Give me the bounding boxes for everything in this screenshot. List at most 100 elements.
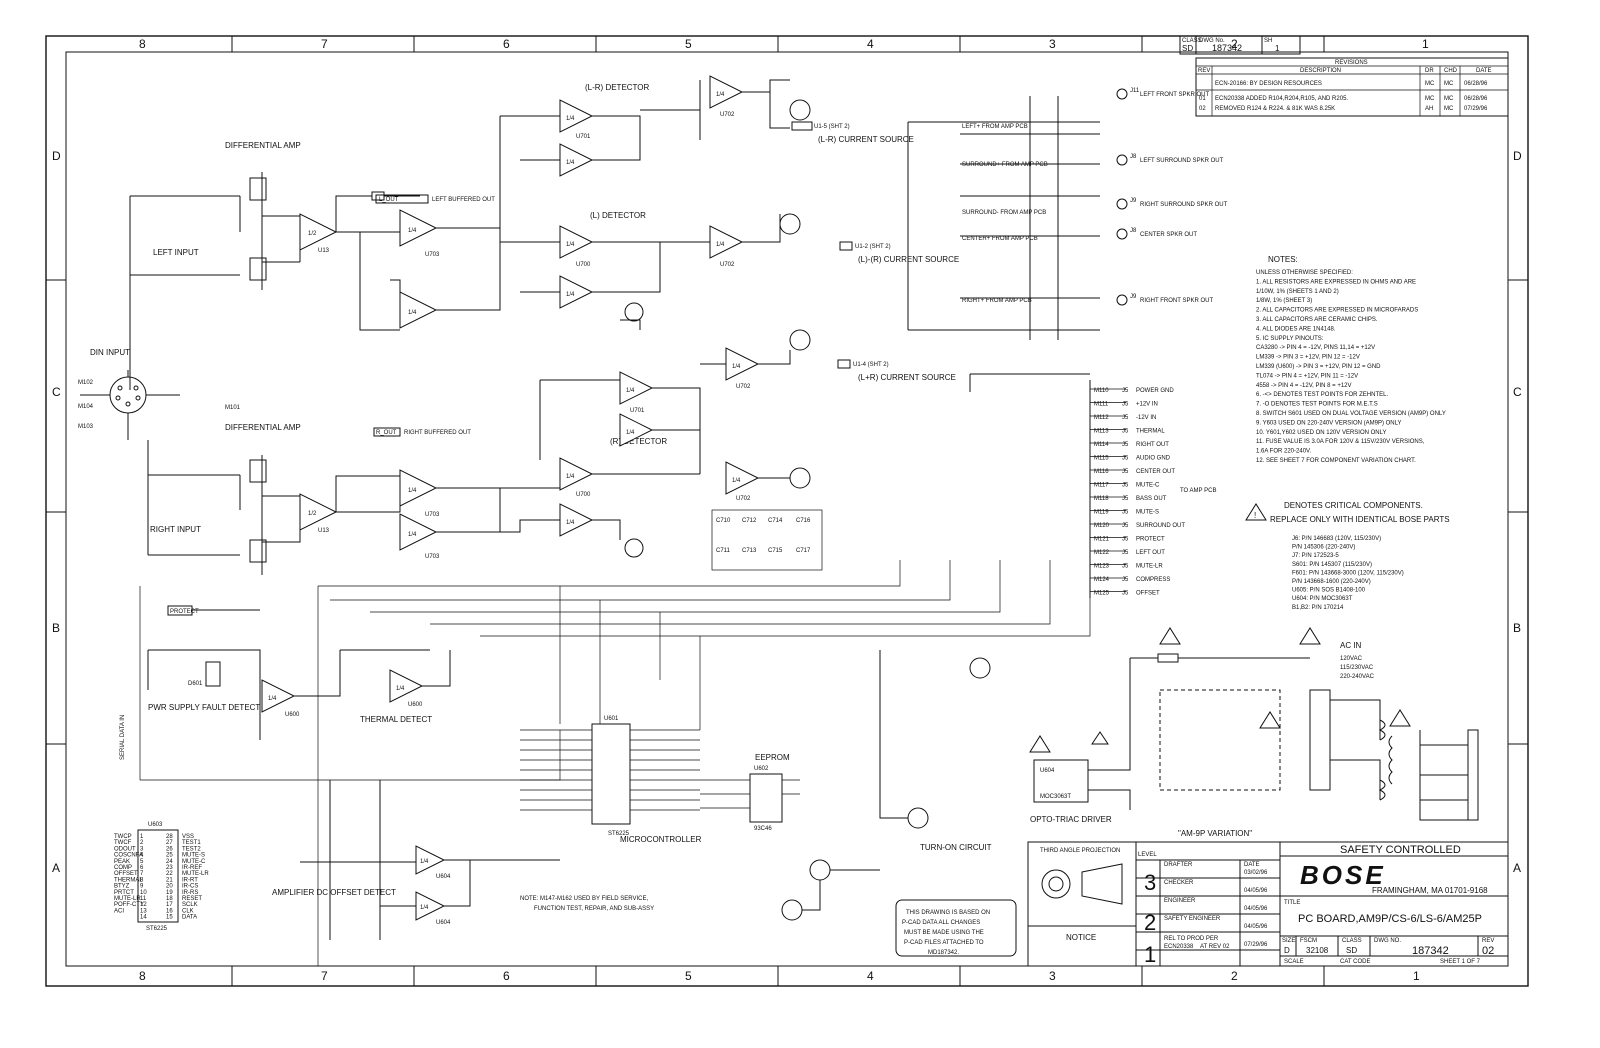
svg-text:SH: SH [1264, 38, 1272, 44]
svg-text:ENGINEER: ENGINEER [1164, 898, 1196, 904]
svg-text:1/4: 1/4 [420, 905, 429, 911]
svg-text:U13: U13 [318, 248, 330, 254]
svg-text:DESCRIPTION: DESCRIPTION [1300, 68, 1341, 74]
svg-text:04/05/96: 04/05/96 [1244, 888, 1268, 894]
j5-pin: J5 [1122, 442, 1129, 448]
svg-text:REV: REV [1198, 68, 1210, 74]
svg-text:DENOTES CRITICAL COMPONENTS.: DENOTES CRITICAL COMPONENTS. [1284, 501, 1423, 510]
zone-row-left: D [52, 149, 61, 163]
din-input-connector: DIN INPUT M102 M104 M103 M101 [78, 348, 241, 440]
j5-signal-name: OFFSET [1136, 591, 1160, 597]
svg-text:AT REV 02: AT REV 02 [1200, 944, 1230, 950]
current-sources: 1/4 U702 U1-2 (SHT 2) (L)-(R) CURRENT SO… [660, 213, 959, 390]
j5-test-point: M123 [1094, 564, 1110, 570]
svg-text:CHD: CHD [1444, 68, 1458, 74]
note-line: 4558 -> PIN 4 = -12V, PIN 8 = +12V [1256, 383, 1352, 389]
svg-text:AMPLIFIER DC OFFSET DETECT: AMPLIFIER DC OFFSET DETECT [272, 888, 396, 897]
u603-pin-number: 25 [166, 853, 173, 859]
svg-text:1/4: 1/4 [566, 292, 575, 298]
j5-pin: J5 [1122, 537, 1129, 543]
svg-text:CLASS: CLASS [1342, 938, 1362, 944]
opamp-u703c [399, 469, 438, 507]
svg-text:U601: U601 [604, 716, 619, 722]
zone-col-bottom: 7 [321, 969, 328, 983]
zone-row-right: B [1513, 621, 1521, 635]
u603-pin-number: 8 [140, 877, 144, 883]
bose-logo: BOSE [1300, 860, 1386, 890]
u603-pin-number: 27 [166, 840, 173, 846]
svg-text:1/4: 1/4 [732, 364, 741, 370]
u603-pin-number: 4 [140, 853, 144, 859]
svg-text:C712: C712 [742, 518, 757, 524]
svg-text:120VAC: 120VAC [1340, 656, 1363, 662]
svg-text:MC: MC [1444, 106, 1454, 112]
u603-pin-number: 6 [140, 865, 144, 871]
j5-test-point: M116 [1094, 469, 1109, 475]
u603-pin-number: 26 [166, 846, 173, 852]
note-line: 5. IC SUPPLY PINOUTS: [1256, 336, 1324, 342]
svg-text:1/4: 1/4 [408, 310, 417, 316]
svg-text:1/4: 1/4 [408, 228, 417, 234]
note-line: CA3280 -> PIN 4 = -12V, PINS 11,14 = +12… [1256, 345, 1375, 351]
zone-col-top: 5 [685, 37, 692, 51]
part-number-line: F601: P/N 143668-3000 (120V, 115/230V) [1292, 570, 1404, 576]
svg-text:FUNCTION TEST, REPAIR, AND SUB: FUNCTION TEST, REPAIR, AND SUB-ASSY [534, 906, 654, 912]
svg-text:C717: C717 [796, 548, 811, 554]
j5-signal-name: +12V IN [1136, 402, 1158, 408]
svg-text:DWG NO.: DWG NO. [1374, 938, 1401, 944]
svg-text:1/4: 1/4 [396, 686, 405, 692]
revisions-table: REVISIONS REV DESCRIPTION DR CHD DATE EC… [1195, 57, 1509, 117]
svg-text:DRAFTER: DRAFTER [1164, 862, 1193, 868]
field-service-note: NOTE: M147-M162 USED BY FIELD SERVICE, F… [520, 896, 654, 912]
u603-pin-name: COMP [114, 865, 132, 871]
opamp-u703a [399, 209, 438, 247]
svg-text:SAFETY ENGINEER: SAFETY ENGINEER [1164, 916, 1221, 922]
u603-pin-name: THERMAL [114, 877, 143, 883]
note-line: LM339 (U600) -> PIN 3 = +12V, PIN 12 = G… [1256, 364, 1381, 370]
svg-text:U1-2 (SHT 2): U1-2 (SHT 2) [855, 244, 891, 250]
u603-pin-name: DATA [182, 915, 197, 921]
j5-pin: J5 [1122, 483, 1129, 489]
j5-pin: J5 [1122, 523, 1129, 529]
svg-text:C713: C713 [742, 548, 757, 554]
svg-text:RIGHT BUFFERED OUT: RIGHT BUFFERED OUT [404, 430, 471, 436]
speaker-jack-label: J8 [1130, 154, 1137, 160]
svg-text:MICROCONTROLLER: MICROCONTROLLER [620, 835, 702, 844]
zone-col-top: 7 [321, 37, 328, 51]
svg-text:D: D [1284, 946, 1290, 955]
j5-test-point: M115 [1094, 456, 1109, 462]
svg-text:NOTE: M147-M162 USED BY FIELD: NOTE: M147-M162 USED BY FIELD SERVICE, [520, 896, 648, 902]
speaker-jack-label: J8 [1130, 228, 1137, 234]
connector-j7 [1309, 689, 1331, 791]
speaker-output-label: LEFT SURROUND SPKR OUT [1140, 158, 1224, 164]
svg-text:MUST BE MADE USING THE: MUST BE MADE USING THE [904, 930, 984, 936]
j5-signal-name: SURROUND OUT [1136, 523, 1185, 529]
zone-row-right: A [1513, 861, 1521, 875]
svg-text:1/4: 1/4 [626, 430, 635, 436]
svg-text:U604: U604 [436, 920, 451, 926]
j5-signal-name: RIGHT OUT [1136, 442, 1169, 448]
j5-pin: J5 [1122, 402, 1129, 408]
svg-text:DATE: DATE [1244, 862, 1260, 868]
svg-text:C714: C714 [768, 518, 783, 524]
svg-text:187342: 187342 [1212, 43, 1242, 53]
u603-pin-number: 9 [140, 884, 144, 890]
svg-text:THIRD ANGLE PROJECTION: THIRD ANGLE PROJECTION [1040, 848, 1120, 854]
warning-triangle-icon [1299, 627, 1321, 645]
svg-text:U604: U604 [436, 874, 451, 880]
u603-pin-name: MUTE-S [182, 853, 205, 859]
u603-pin-name: TEST1 [182, 840, 201, 846]
note-line: 9. Y603 USED ON 220-240V VERSION (AM9P) … [1256, 420, 1402, 426]
j5-signal-name: CENTER OUT [1136, 469, 1175, 475]
svg-text:ECN-20166: BY DESIGN RESOURCES: ECN-20166: BY DESIGN RESOURCES [1215, 81, 1322, 87]
amp-input-label: RIGHT+ FROM AMP PCB [962, 298, 1032, 304]
j5-test-point: M124 [1094, 577, 1110, 583]
svg-text:1/4: 1/4 [566, 116, 575, 122]
zone-col-bottom: 4 [867, 969, 874, 983]
j5-pin: J5 [1122, 564, 1129, 570]
svg-text:220-240VAC: 220-240VAC [1340, 674, 1375, 680]
j5-signal-name: MUTE-LR [1136, 564, 1163, 570]
svg-text:1/4: 1/4 [626, 388, 635, 394]
u603-pin-number: 13 [140, 908, 147, 914]
svg-text:U600: U600 [408, 702, 423, 708]
